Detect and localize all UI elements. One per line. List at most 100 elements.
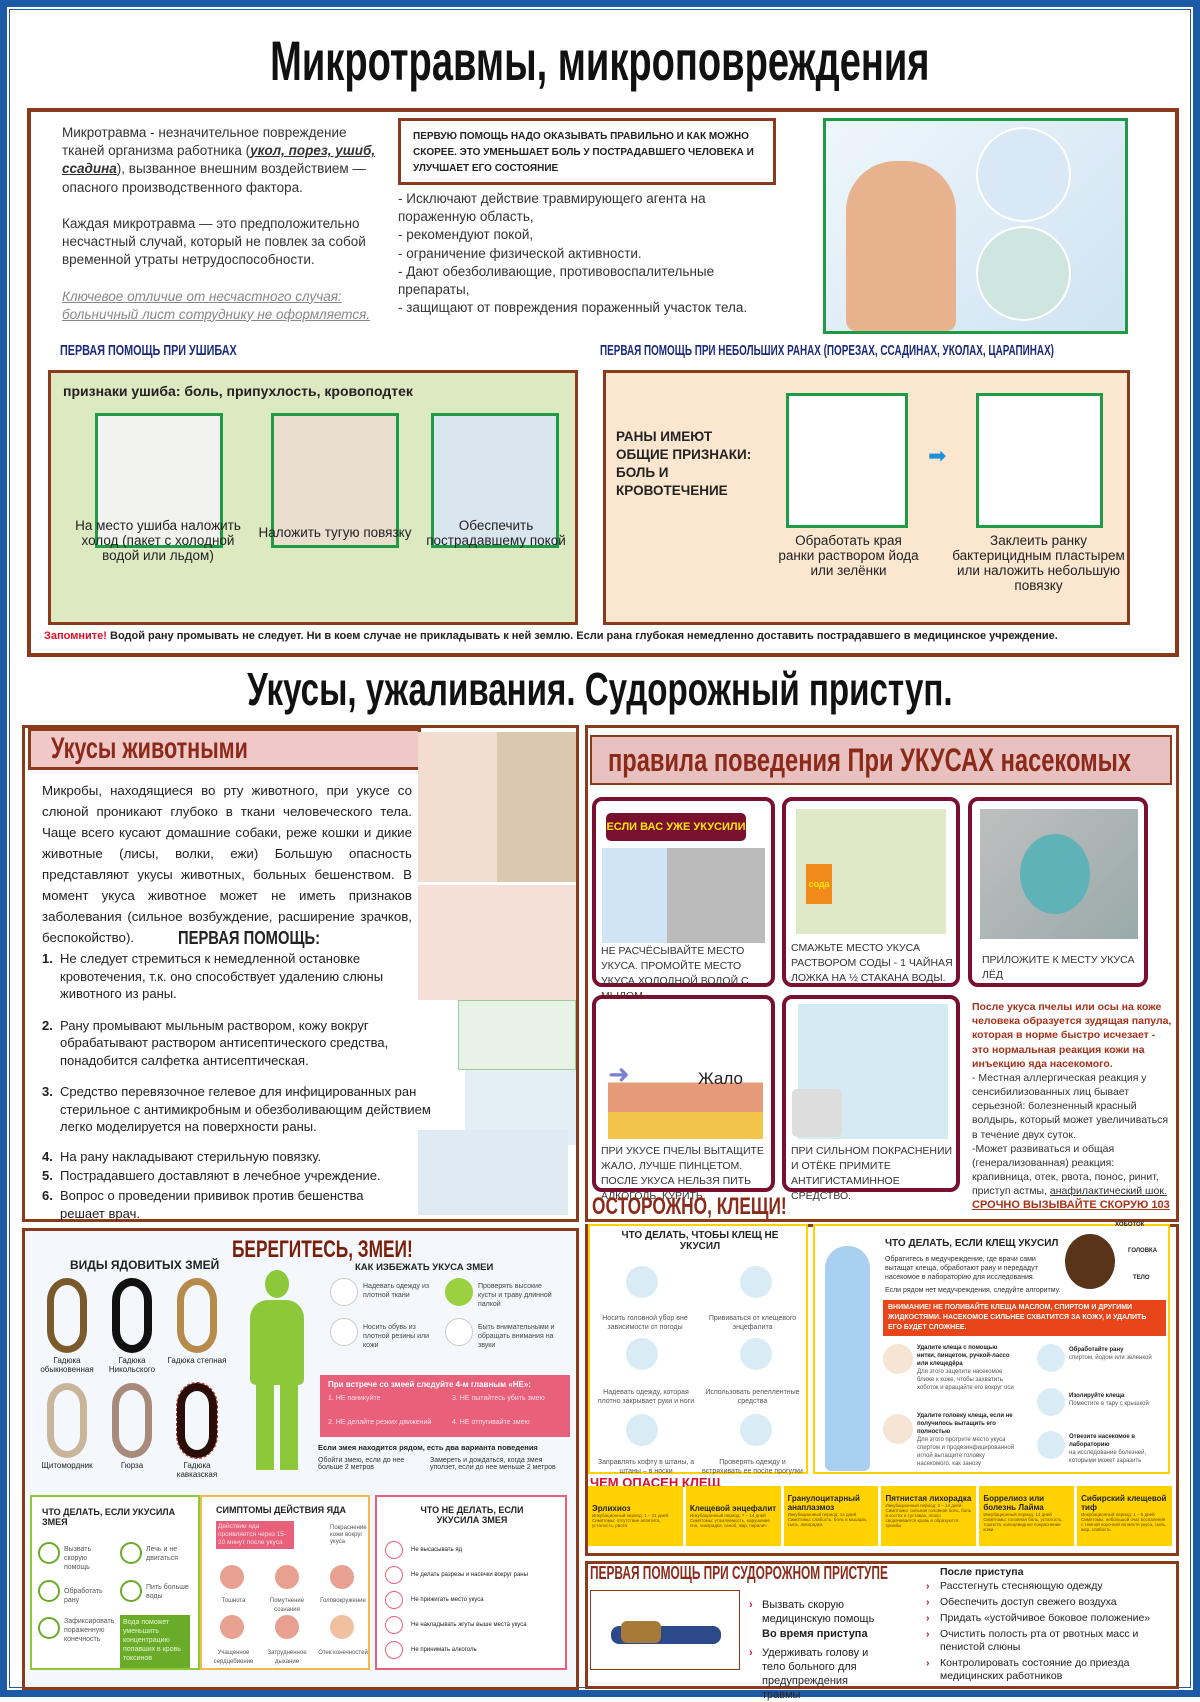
snake-rule: 2. НЕ делайте резких движений (328, 1419, 432, 1426)
snake-todo-item: Пить больше воды (146, 1584, 189, 1600)
intro-text: Микротравма - незначительное повреждение… (62, 125, 347, 159)
tick-prevention-tip: Носить головной убор вне зависимости от … (602, 1315, 688, 1331)
step-number: 1. (42, 951, 53, 966)
snake-todo-box: ЧТО ДЕЛАТЬ, ЕСЛИ УКУСИЛА ЗМЕЯ Вызвать ск… (30, 1495, 200, 1670)
tick-removal-icon (883, 1344, 913, 1374)
list-item: › Придать «устойчивое боковое положение» (926, 1612, 1172, 1625)
seizure-after-heading: После приступа (940, 1566, 1024, 1578)
dont-item: Не делать разрезы и насечки вокруг раны (411, 1571, 528, 1578)
symptom-label: Отек конечностей (318, 1650, 368, 1656)
tick-diagram-icon (1065, 1234, 1115, 1289)
seizure-after-list: ›Расстегнуть стесняющую одежду ›Обеспечи… (926, 1580, 1172, 1683)
title-microtrauma-wrap: Микротравмы, микроповреждения (0, 28, 1200, 93)
title-bites-wrap: Укусы, ужаливания. Судорожный приступ. (0, 662, 1200, 716)
remember-text: Водой рану промывать не следует. Ни в ко… (106, 630, 1058, 642)
snake-rules-box: При встрече со змеей следуйте 4-м главны… (320, 1375, 570, 1437)
animal-bites-text: Микробы, находящиеся во рту животного, п… (42, 783, 412, 945)
insect-notes: После укуса пчелы или осы на коже челове… (972, 1000, 1172, 1213)
insect-card-caption: ПРИ УКУСЕ ПЧЕЛЫ ВЫТАЩИТЕ ЖАЛО, ЛУЧШЕ ПИН… (601, 1145, 764, 1202)
disease-incubation: Инкубационный период: 3 – 14 дней (885, 1503, 962, 1508)
disease-name: Сибирский клещевой тиф (1081, 1494, 1167, 1512)
chevron-right-icon: › (926, 1596, 930, 1608)
tick-prevention-tip: Надевать одежду, которая плотно закрывае… (597, 1389, 695, 1405)
tick-part-label: ТЕЛО (1133, 1275, 1150, 1281)
dont-item: Не высасывать яд (411, 1546, 463, 1553)
list-item: - рекомендуют покой, (398, 227, 534, 243)
step-number: 6. (42, 1188, 53, 1204)
step-number: 3. (42, 1084, 53, 1100)
disease-symptoms: Симптомы: небольшой очаг воспаления с те… (1081, 1517, 1167, 1532)
tick-bitten-text: Если рядом нет медучреждения, следуйте а… (885, 1287, 1061, 1294)
seizure-heading-wrap: ПЕРВАЯ ПОМОЩЬ ПРИ СУДОРОЖНОМ ПРИСТУПЕ (590, 1563, 1041, 1584)
body-torso (250, 1300, 304, 1385)
cap-icon (626, 1266, 658, 1298)
avoid-tip: Быть внимательными и обращать внимания н… (478, 1324, 555, 1349)
tick-prevention-tip: Прививаться от клещевого энцефалита (708, 1315, 797, 1331)
chevron-right-icon: › (926, 1612, 930, 1624)
seizure-during-heading: Во время приступа (762, 1628, 868, 1640)
disease-incubation: Инкубационный период: 1 – 21 дней (592, 1513, 668, 1518)
list-item: Не делать разрезы и насечки вокруг раны (385, 1562, 565, 1587)
tick-step-text: на исследование болезней, которыми может… (1069, 1450, 1147, 1464)
tick-bitten-text: Обратитесь в медучреждение, где врачи са… (885, 1256, 1038, 1281)
iodine-image (786, 393, 908, 528)
disease-name: Пятнистая лихорадка (885, 1494, 972, 1503)
step-text: Рану промывают мыльным раствором, кожу в… (60, 1017, 389, 1068)
disease-symptoms: Симптомы: головная боль, усталость, тошн… (983, 1517, 1063, 1532)
bruise-heading-wrap: ПЕРВАЯ ПОМОЩЬ ПРИ УШИБАХ (60, 342, 305, 359)
snake-dont-box: ЧТО НЕ ДЕЛАТЬ, ЕСЛИ УКУСИЛА ЗМЕЯ Не выса… (375, 1495, 567, 1670)
avoid-tip: Надевать одежду из плотной ткани (363, 1283, 430, 1299)
page-title: Микротравмы, микроповреждения (270, 29, 930, 92)
dont-item: Не принимать алкоголь (411, 1646, 477, 1653)
firstaid-note: ПЕРВУЮ ПОМОЩЬ НАДО ОКАЗЫВАТЬ ПРАВИЛЬНО И… (413, 131, 754, 174)
call-ambulance-text: СРОЧНО ВЫЗЫВАЙТЕ СКОРУЮ 103 (972, 1199, 1170, 1212)
sting-removal-image: ➜ Жало (608, 1004, 763, 1139)
water-note: Вода поможет уменьшить концентрацию попа… (120, 1615, 190, 1668)
wounds-box: РАНЫ ИМЕЮТ ОБЩИЕ ПРИЗНАКИ: БОЛЬ И КРОВОТ… (603, 370, 1130, 625)
snake-name: Гюрза (120, 1461, 144, 1470)
disease-incubation: Инкубационный период: 1 – 6 дней (1081, 1512, 1155, 1517)
step-number: 5. (42, 1168, 53, 1184)
bandage-hand-image (976, 127, 1071, 222)
after-step: Придать «устойчивое боковое положение» (940, 1612, 1151, 1624)
list-item: ›Контролировать состояние до приезда мед… (926, 1657, 1172, 1683)
sting-label: Жало (698, 1069, 743, 1088)
prohibited-icon (385, 1540, 403, 1559)
tick-prevention-tip: Использовать репеллентные средства (705, 1389, 800, 1405)
seizure-call: ›Вызвать скорую медицинскую помощь (749, 1598, 897, 1626)
pills-icon (792, 1089, 842, 1137)
list-item: 5.Пострадавшего доставляют в лечебное уч… (42, 1167, 432, 1185)
snake-name: Гадюка обыкновенная (40, 1356, 94, 1374)
body-bite-sites-figure (240, 1270, 315, 1470)
tick-warning: ВНИМАНИЕ! НЕ ПОЛИВАЙТЕ КЛЕЩА МАСЛОМ, СПИ… (883, 1300, 1166, 1336)
disease-incubation: Инкубационный период: 14 дней (983, 1512, 1052, 1517)
list-item: Не высасывать яд (385, 1537, 565, 1562)
list-item: - Дают обезболивающие, противовоспалител… (398, 263, 715, 298)
snake-name: Щитомордник (41, 1461, 93, 1470)
animal-firstaid-heading: ПЕРВАЯ ПОМОЩЬ: (178, 928, 321, 948)
disease-name: Боррелиоз или болезнь Лайма (983, 1494, 1045, 1512)
tick-part-label: ХОБОТОК (1115, 1222, 1145, 1228)
body-leg (256, 1382, 274, 1470)
seizure-during: ›Удерживать голову и тело больного для п… (749, 1646, 887, 1702)
disease-incubation: Инкубационный период: 7 – 14 дней (689, 1513, 766, 1518)
tick-step-title: Отвезите насекомое в лабораторию (1069, 1434, 1136, 1448)
disease-symptoms: Симптомы: утомляемость, нарушение сна, л… (689, 1518, 770, 1528)
soda-label: сода (806, 864, 832, 904)
body-head (265, 1270, 289, 1298)
needle-icon (883, 1414, 913, 1444)
snake-todo-item: Лечь и не двигаться (146, 1546, 178, 1562)
bandaging-illustration (823, 118, 1128, 334)
disinfect-icon (1037, 1344, 1065, 1372)
seizure-heading: ПЕРВАЯ ПОМОЩЬ ПРИ СУДОРОЖНОМ ПРИСТУПЕ (590, 1563, 888, 1583)
bandage-arm-image (976, 226, 1071, 321)
dont-item: Не прижигать место укуса (411, 1596, 484, 1603)
animal-bites-header: Укусы животными (28, 728, 421, 770)
symptom-label: Помутнение сознания (269, 1598, 305, 1613)
list-item: 1.Не следует стремиться к немедленной ос… (42, 950, 432, 1003)
snake-name: Гадюка Никольского (108, 1356, 156, 1374)
